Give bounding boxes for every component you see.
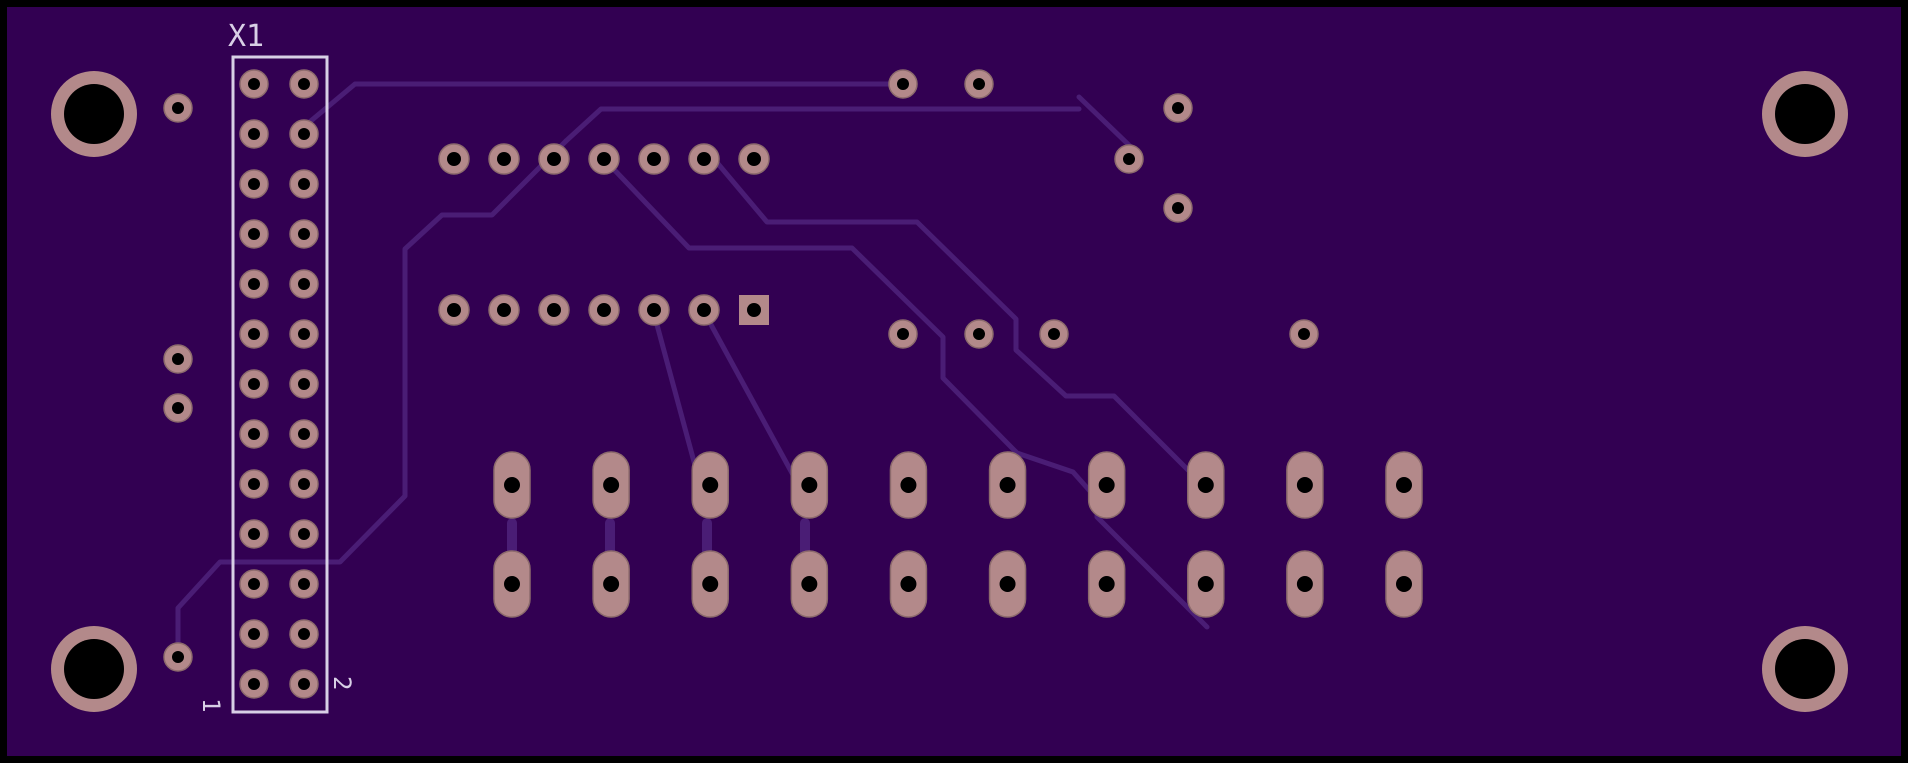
slot-pads xyxy=(493,451,1423,618)
via-pad xyxy=(1163,93,1193,123)
slot-pad xyxy=(592,550,630,618)
slot-pad xyxy=(1385,550,1423,618)
ic-header-pads xyxy=(438,143,770,326)
header-pad xyxy=(488,143,520,175)
slot-pad xyxy=(691,550,729,618)
pin-2-label: 2 xyxy=(328,676,356,690)
mounting-hole xyxy=(51,626,137,712)
connector-pad xyxy=(239,169,269,199)
trace xyxy=(650,307,703,487)
slot-pad xyxy=(988,550,1027,618)
via-pad xyxy=(888,69,918,99)
slot-pad xyxy=(889,550,928,618)
via-pad xyxy=(1163,193,1193,223)
connector-pad xyxy=(289,569,319,599)
via-pad xyxy=(964,69,994,99)
connector-pad xyxy=(239,219,269,249)
via-pad xyxy=(1039,319,1069,349)
connector-pad xyxy=(289,469,319,499)
connector-pad xyxy=(289,319,319,349)
slot-pad xyxy=(1187,550,1225,618)
slot-pad xyxy=(1187,451,1225,519)
via-pad xyxy=(163,93,193,123)
connector-pad xyxy=(289,269,319,299)
header-pad xyxy=(688,143,720,175)
connector-pad xyxy=(289,669,319,699)
slot-pad xyxy=(988,451,1027,519)
trace xyxy=(700,307,801,487)
header-pad xyxy=(538,143,570,175)
copper-traces xyxy=(175,81,1210,660)
connector-pad xyxy=(289,69,319,99)
connector-pad xyxy=(239,369,269,399)
connector-pad xyxy=(239,619,269,649)
connector-pad xyxy=(239,319,269,349)
board-substrate xyxy=(7,7,1901,756)
via-pads xyxy=(163,69,1319,672)
via-pad xyxy=(1114,144,1144,174)
header-pad xyxy=(438,143,470,175)
header-pad xyxy=(738,143,770,175)
connector-pad xyxy=(239,469,269,499)
via-pad xyxy=(163,344,193,374)
connector-pads xyxy=(239,69,319,699)
via-pad xyxy=(163,642,193,672)
trace xyxy=(175,138,569,660)
header-pad xyxy=(588,294,620,326)
connector-pad xyxy=(239,519,269,549)
connector-pad xyxy=(239,419,269,449)
trace xyxy=(297,81,905,133)
via-pad xyxy=(1289,319,1319,349)
connector-pad xyxy=(239,269,269,299)
header-pad xyxy=(488,294,520,326)
connector-pad xyxy=(239,69,269,99)
header-pad xyxy=(638,143,670,175)
slot-pad xyxy=(889,451,928,519)
header-pad xyxy=(688,294,720,326)
connector-pad xyxy=(239,119,269,149)
slot-pad xyxy=(493,451,531,519)
connector-pad xyxy=(239,569,269,599)
pin-1-label: 1 xyxy=(197,698,225,712)
connector-designator: X1 xyxy=(228,19,264,54)
connector-outline xyxy=(231,55,329,714)
connector-pad xyxy=(289,219,319,249)
connector-pad xyxy=(289,519,319,549)
connector-pad xyxy=(289,619,319,649)
slot-pad xyxy=(1087,550,1126,618)
slot-pad xyxy=(1286,451,1324,519)
slot-pad xyxy=(790,451,829,519)
connector-x1: X1 1 2 xyxy=(197,19,356,714)
header-pad xyxy=(588,143,620,175)
mounting-hole xyxy=(1762,71,1848,157)
connector-pad xyxy=(289,419,319,449)
trace xyxy=(563,106,1082,144)
slot-pad xyxy=(691,451,729,519)
connector-pad xyxy=(289,169,319,199)
slot-pad xyxy=(1087,451,1126,519)
via-pad xyxy=(964,319,994,349)
connector-pad xyxy=(239,669,269,699)
mounting-holes xyxy=(51,71,1848,712)
mounting-hole xyxy=(51,71,137,157)
slot-pad xyxy=(790,550,829,618)
header-pad-square xyxy=(739,295,769,325)
slot-pad xyxy=(1385,451,1423,519)
header-pad xyxy=(538,294,570,326)
trace xyxy=(1076,94,1135,151)
slot-pad xyxy=(1286,550,1324,618)
mounting-hole xyxy=(1762,626,1848,712)
via-pad xyxy=(163,393,193,423)
slot-pad xyxy=(592,451,630,519)
connector-pad xyxy=(289,119,319,149)
connector-pad xyxy=(289,369,319,399)
trace xyxy=(711,156,1210,489)
header-pad xyxy=(638,294,670,326)
header-pad xyxy=(438,294,470,326)
via-pad xyxy=(888,319,918,349)
slot-pad xyxy=(493,550,531,618)
